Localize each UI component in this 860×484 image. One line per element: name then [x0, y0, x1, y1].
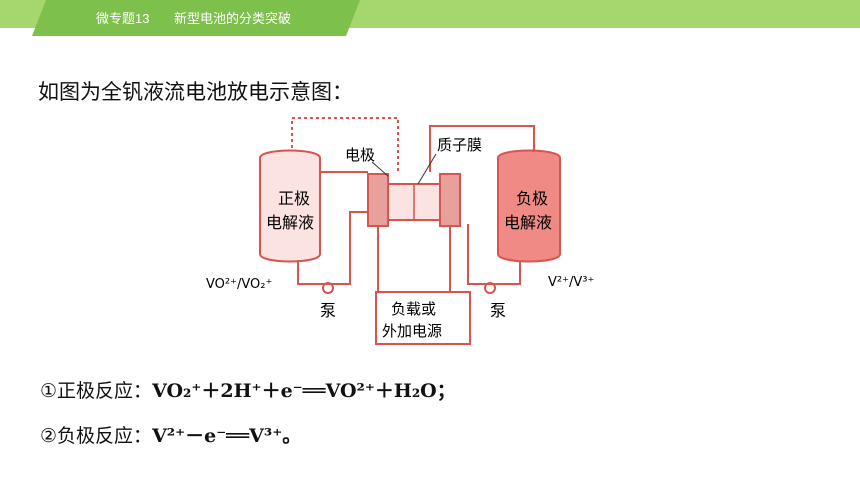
positive-tank-label-1: 正极 — [278, 189, 310, 208]
positive-tank-label-2: 电解液 — [266, 213, 314, 232]
right-species-label: V²⁺/V³⁺ — [548, 275, 594, 290]
right-feed-pipe — [429, 125, 535, 172]
positive-tank — [259, 149, 321, 263]
header-bar: 微专题13 新型电池的分类突破 — [0, 0, 860, 36]
header-background — [0, 0, 860, 36]
right-pump-label: 泵 — [490, 301, 506, 320]
equation-label-1: 正极反应： — [57, 380, 153, 402]
equation-positive: ①正极反应：VO₂⁺＋2H⁺＋e⁻══VO²⁺＋H₂O； — [40, 376, 456, 403]
equation-marker-2: ② — [40, 425, 58, 447]
left-wire — [377, 226, 380, 293]
equation-label-2: 负极反应： — [57, 425, 153, 447]
left-return-pipe — [297, 211, 368, 285]
negative-tank-label-2: 电解液 — [504, 213, 552, 232]
load-box — [375, 291, 471, 345]
header-tag: 微专题13 — [96, 11, 150, 26]
load-label-1: 负载或 — [391, 300, 436, 318]
load-label-2: 外加电源 — [382, 322, 442, 340]
page-heading: 如图为全钒液流电池放电示意图： — [38, 80, 353, 104]
negative-tank — [497, 149, 561, 263]
right-pump-icon — [484, 282, 496, 294]
left-pump-icon — [322, 282, 334, 294]
equation-formula-1: VO₂⁺＋2H⁺＋e⁻══VO²⁺＋H₂O； — [152, 380, 456, 402]
negative-tank-label-1: 负极 — [516, 189, 548, 208]
left-pump-label: 泵 — [320, 301, 336, 320]
electrode-label: 电极 — [345, 146, 375, 164]
vanadium-flow-battery-diagram: 电极 质子膜 正极 电解液 负极 电解液 VO²⁺/VO₂⁺ V²⁺/V³⁺ 泵… — [206, 117, 594, 345]
left-electrode — [367, 173, 389, 227]
equation-negative: ②负极反应：V²⁺－e⁻══V³⁺。 — [40, 421, 301, 448]
equation-formula-2: V²⁺－e⁻══V³⁺。 — [152, 425, 302, 447]
dotted-pipe — [291, 117, 399, 172]
header-title: 新型电池的分类突破 — [174, 12, 292, 27]
equation-marker-1: ① — [40, 380, 58, 402]
membrane-label: 质子膜 — [437, 136, 482, 154]
left-species-label: VO²⁺/VO₂⁺ — [206, 277, 272, 292]
right-electrode — [439, 173, 461, 227]
